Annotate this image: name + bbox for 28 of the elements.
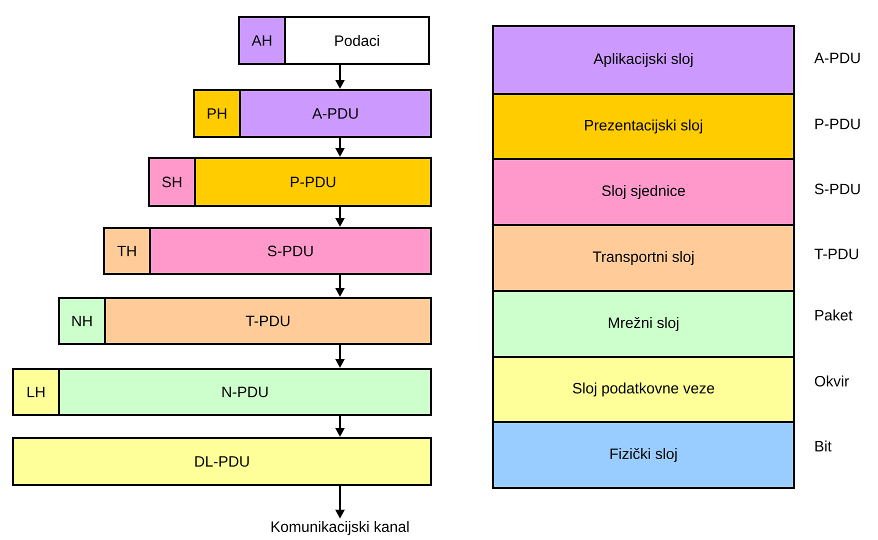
layer-unit-label: Bit [815, 440, 832, 452]
header-box: NH [58, 297, 106, 345]
layer-unit-label: A-PDU [814, 52, 860, 64]
data-box: P-PDU [194, 157, 432, 207]
layer-box: Mrežni sloj [492, 290, 795, 358]
channel-label: Komunikacijski kanal [272, 521, 409, 535]
header-box: SH [148, 157, 196, 207]
layer-unit-label: T-PDU [814, 248, 858, 260]
data-box: N-PDU [58, 368, 432, 416]
data-box: S-PDU [149, 227, 432, 275]
layer-unit-label: Okvir [814, 375, 849, 386]
layer-box: Sloj sjednice [492, 158, 795, 226]
layer-box: Sloj podatkovne veze [492, 356, 795, 423]
layer-box: Fizički sloj [492, 421, 795, 489]
data-box: T-PDU [104, 297, 432, 345]
layer-box: Prezentacijski sloj [492, 93, 795, 160]
data-box: A-PDU [239, 89, 432, 138]
layer-unit-label: Paket [815, 309, 852, 320]
data-box: DL-PDU [12, 437, 432, 486]
header-box: TH [103, 227, 151, 275]
header-box: PH [193, 89, 241, 138]
header-box: LH [12, 368, 60, 416]
layer-box: Aplikacijski sloj [492, 25, 795, 95]
layer-unit-label: P-PDU [815, 118, 860, 130]
header-box: AH [238, 16, 286, 65]
layer-box: Transportni sloj [492, 224, 795, 292]
layer-unit-label: S-PDU [814, 184, 860, 194]
data-box: Podaci [284, 16, 430, 65]
